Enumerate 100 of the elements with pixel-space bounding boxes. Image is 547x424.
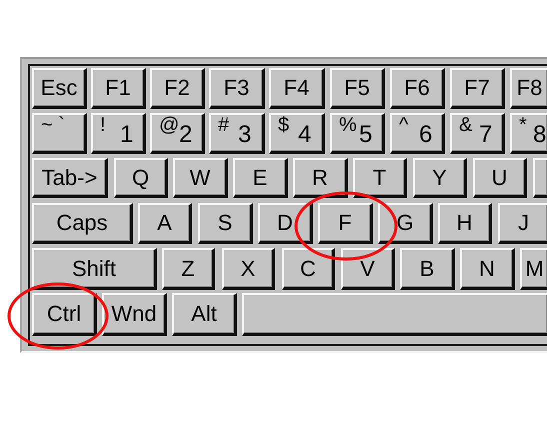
key-label: # — [218, 115, 230, 135]
key-label: F3 — [224, 77, 250, 99]
key-label: F4 — [284, 77, 310, 99]
keyboard-key — [32, 248, 157, 290]
key-label: Q — [132, 166, 150, 188]
key-label: C — [300, 258, 316, 280]
key-label: 6 — [419, 123, 432, 147]
keyboard-key — [390, 68, 445, 109]
keyboard-key — [318, 203, 373, 244]
key-label: Esc — [40, 77, 78, 99]
keyboard-key — [102, 293, 167, 336]
key-label: W — [190, 166, 210, 188]
keyboard-key — [473, 158, 527, 198]
keyboard-key — [269, 113, 325, 154]
keyboard-key — [32, 68, 87, 109]
key-label: ^ — [399, 115, 408, 135]
key-label: G — [396, 212, 414, 234]
keyboard-key — [510, 68, 547, 109]
key-label: F2 — [164, 77, 190, 99]
key-label: R — [312, 166, 328, 188]
keyboard-key — [222, 248, 275, 290]
key-label: Caps — [56, 212, 108, 234]
keyboard-key — [209, 68, 265, 109]
key-label: A — [157, 212, 172, 234]
keyboard-key — [150, 68, 205, 109]
key-label: F8 — [516, 77, 542, 99]
key-label: Y — [432, 166, 447, 188]
keyboard-key — [330, 68, 385, 109]
keyboard-key — [91, 113, 146, 154]
keyboard-key — [498, 203, 547, 244]
keyboard-key — [438, 203, 492, 244]
key-label: 7 — [479, 123, 492, 147]
keyboard-key — [390, 113, 445, 154]
key-label: T — [372, 166, 386, 188]
keyboard-frame — [20, 57, 547, 353]
keyboard-key — [242, 293, 547, 336]
key-label: Wnd — [111, 303, 157, 325]
keyboard-key — [269, 68, 325, 109]
key-label: V — [360, 258, 375, 280]
key-label: * — [519, 115, 527, 135]
key-label: Tab-> — [42, 166, 98, 188]
key-label: D — [277, 212, 293, 234]
key-label: 1 — [120, 123, 134, 147]
keyboard-key — [114, 158, 168, 198]
keyboard-key — [32, 158, 108, 198]
key-label: J — [518, 212, 529, 234]
keyboard-key — [330, 113, 385, 154]
keyboard-key — [293, 158, 348, 198]
keyboard-key — [138, 203, 192, 244]
keyboard-key — [32, 293, 97, 336]
key-label: F1 — [105, 77, 131, 99]
key-label: 2 — [179, 123, 192, 147]
key-label: N — [479, 258, 495, 280]
key-label: 4 — [298, 123, 312, 147]
key-label: 8 — [533, 123, 546, 147]
keyboard-key — [520, 248, 547, 290]
keyboard-key — [150, 113, 205, 154]
key-label: E — [252, 166, 268, 188]
keyboard-key — [258, 203, 313, 244]
keyboard-key — [533, 158, 547, 198]
key-label: $ — [278, 115, 290, 135]
key-label: F5 — [344, 77, 370, 99]
keyboard-key — [341, 248, 395, 290]
keyboard-key — [91, 68, 146, 109]
keyboard-key — [400, 248, 455, 290]
keyboard-key — [413, 158, 467, 198]
keyboard-key — [198, 203, 253, 244]
key-label: ! — [100, 115, 106, 135]
keyboard-key — [450, 113, 505, 154]
key-label: Alt — [191, 303, 217, 325]
keyboard-key — [378, 203, 433, 244]
keyboard-key — [172, 293, 237, 336]
key-label: 5 — [359, 123, 372, 147]
key-label: H — [456, 212, 472, 234]
key-label: ~ ` — [41, 115, 65, 135]
keyboard-key — [162, 248, 215, 290]
key-label: 3 — [238, 123, 252, 147]
keyboard-key — [32, 113, 87, 154]
key-label: M — [525, 258, 544, 280]
keyboard-key — [32, 203, 133, 244]
key-label: @ — [159, 115, 180, 135]
key-label: F6 — [404, 77, 430, 99]
keyboard-key — [450, 68, 505, 109]
key-label: S — [218, 212, 232, 234]
key-label: Ctrl — [46, 303, 82, 325]
key-label: U — [492, 166, 508, 188]
key-label: B — [420, 258, 434, 280]
keyboard-key — [282, 248, 335, 290]
keyboard-key — [233, 158, 288, 198]
keyboard-key — [209, 113, 265, 154]
key-label: F — [338, 212, 352, 234]
keyboard-key — [173, 158, 228, 198]
key-label: X — [240, 258, 256, 280]
key-label: & — [459, 115, 472, 135]
key-label: % — [339, 115, 357, 135]
key-label: Shift — [72, 258, 116, 280]
keyboard-key — [510, 113, 547, 154]
keyboard-key — [460, 248, 515, 290]
key-label: F7 — [464, 77, 490, 99]
key-label: Z — [181, 258, 195, 280]
